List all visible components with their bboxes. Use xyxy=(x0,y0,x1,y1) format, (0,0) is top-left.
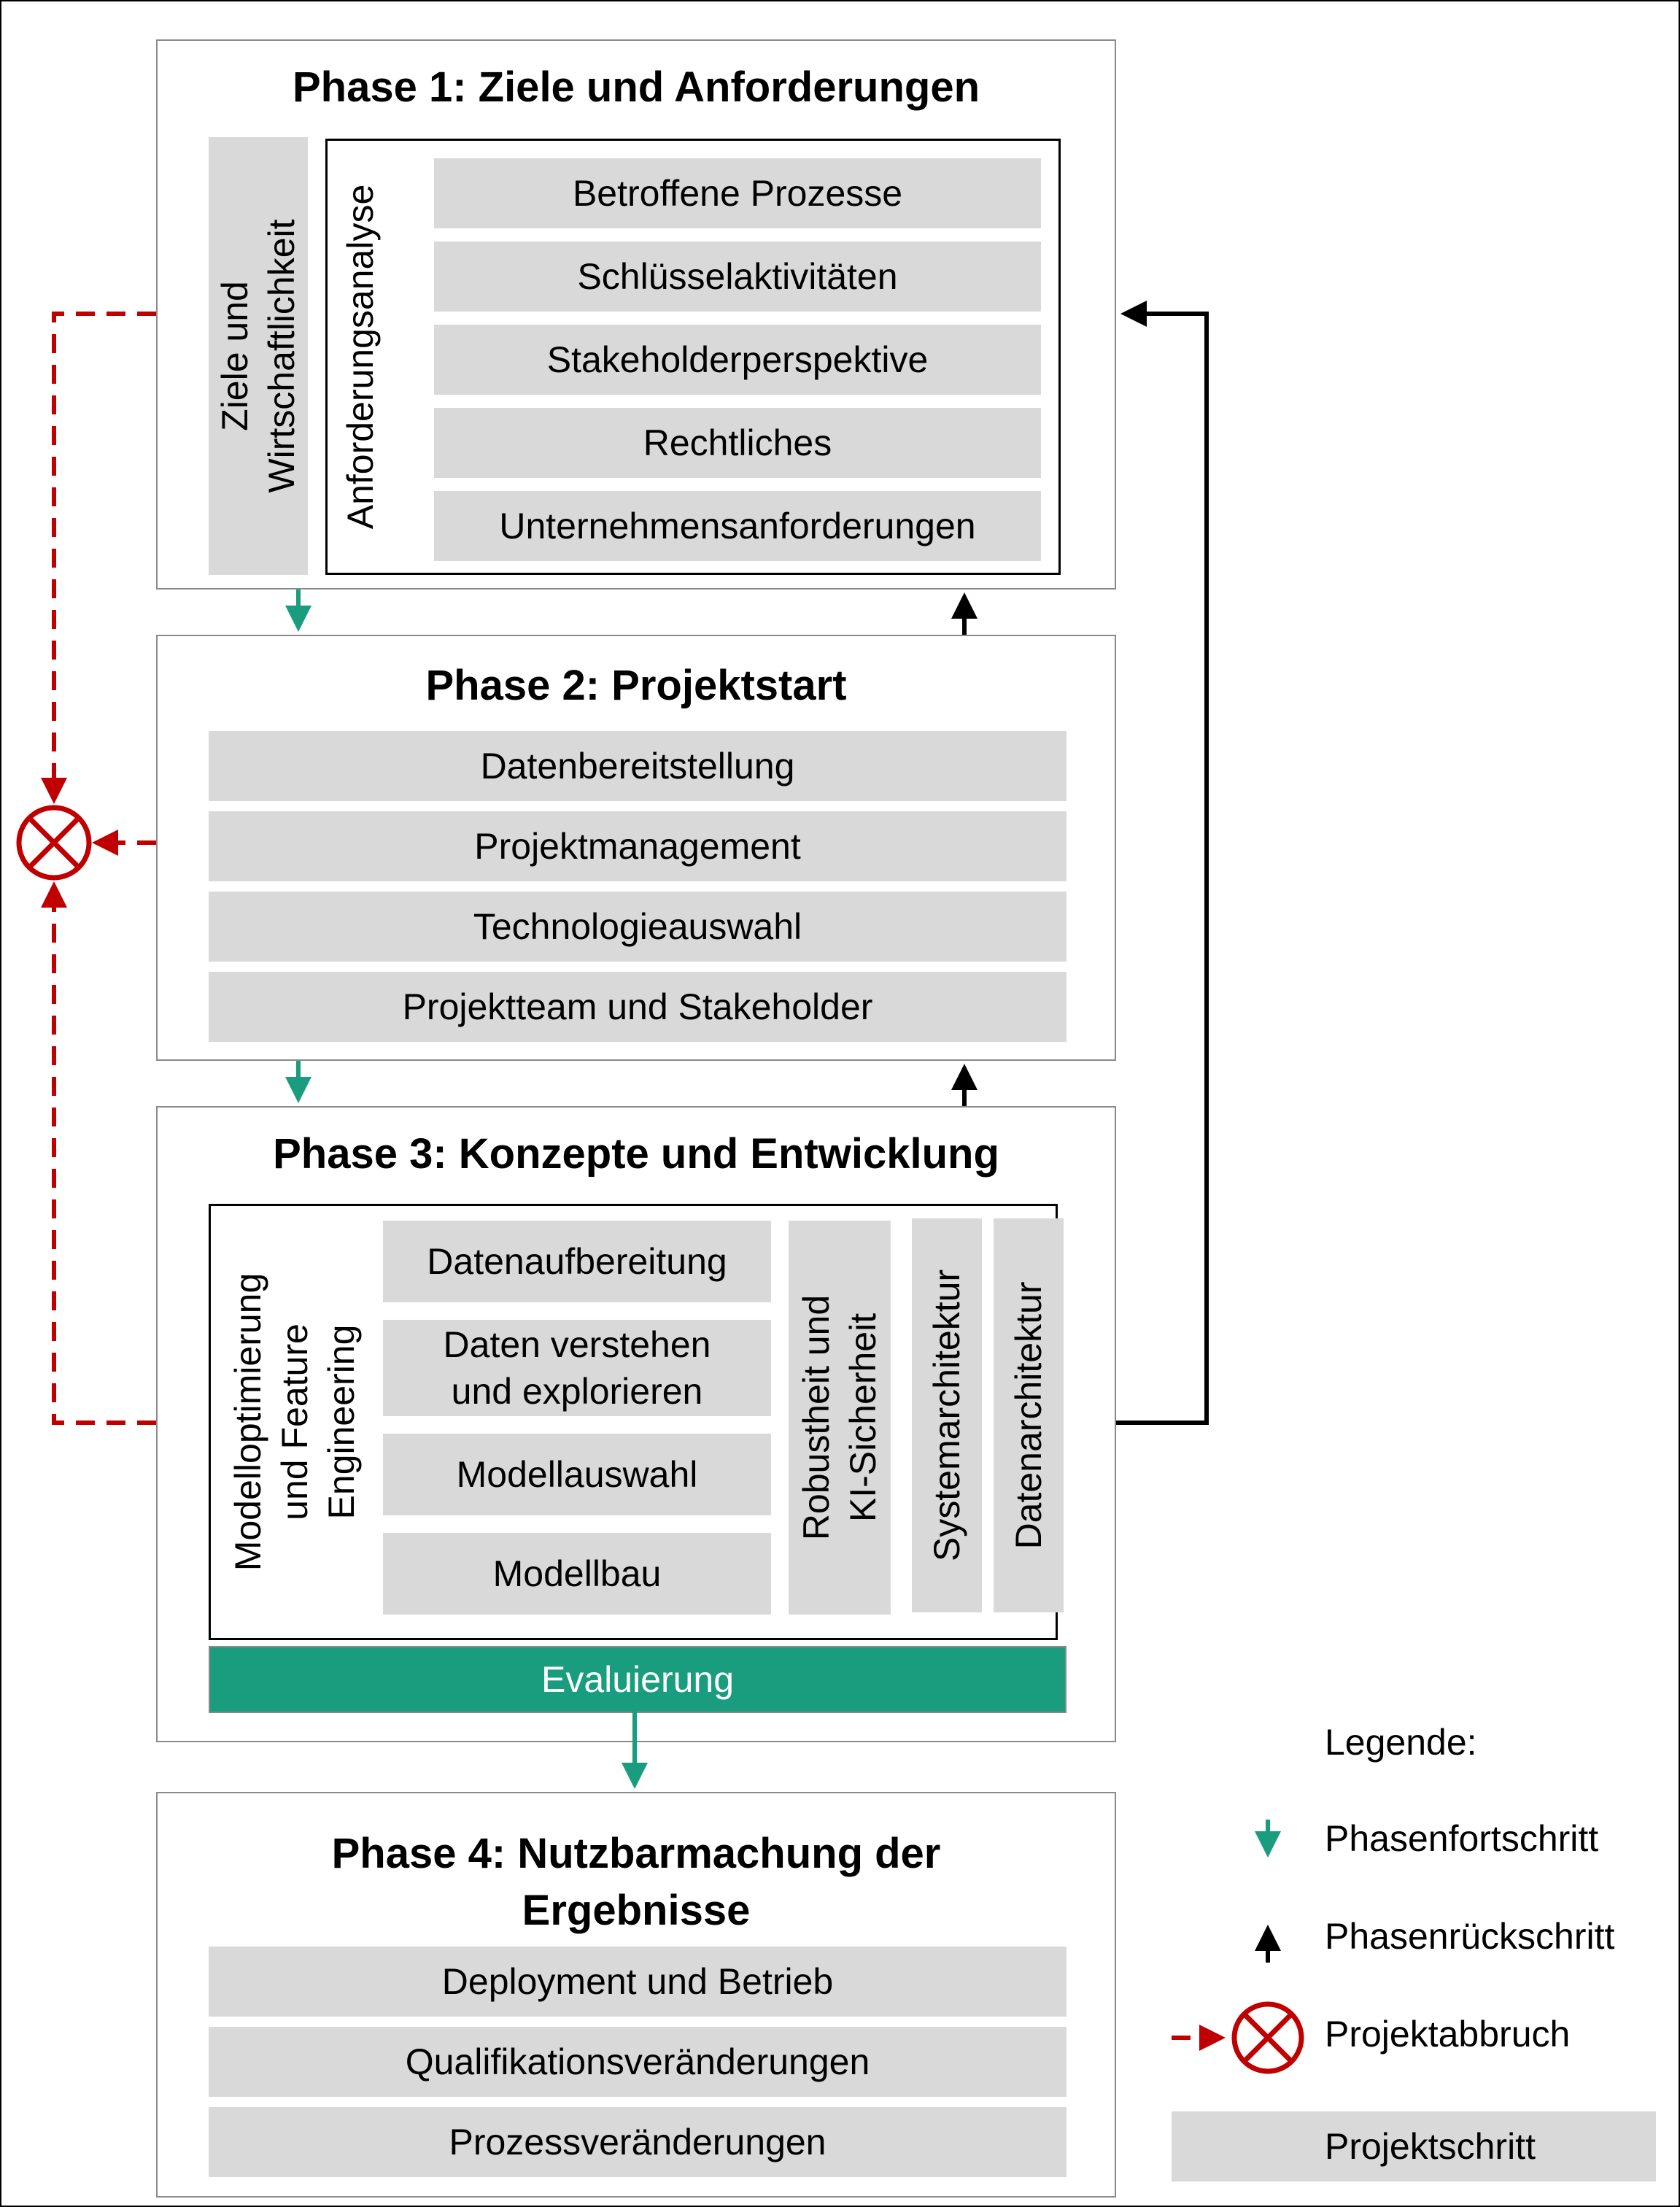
step-deployment-und-betrieb: Deployment und Betrieb xyxy=(209,1947,1067,2017)
step-qualifikationsveraenderungen: Qualifikationsveränderungen xyxy=(209,2027,1067,2097)
abort-icon xyxy=(16,805,92,881)
legend-backward-label: Phasenrückschritt xyxy=(1325,1916,1615,1957)
step-modellbau: Modellbau xyxy=(383,1533,771,1615)
step-technologieauswahl: Technologieauswahl xyxy=(209,892,1067,962)
legend-abort-icon xyxy=(1231,2001,1304,2074)
step-schluesselaktivitaeten: Schlüsselaktivitäten xyxy=(434,241,1041,312)
step-projektmanagement: Projektmanagement xyxy=(209,811,1067,881)
legend-abort-label: Projektabbruch xyxy=(1325,2014,1571,2055)
step-rechtliches: Rechtliches xyxy=(434,408,1041,478)
step-modellauswahl: Modellauswahl xyxy=(383,1434,771,1515)
step-systemarchitektur: Systemarchitektur xyxy=(912,1218,982,1612)
phase-4-title: Phase 4: Nutzbarmachung der Ergebnisse xyxy=(331,1830,941,1934)
phase-2-title: Phase 2: Projektstart xyxy=(425,662,847,709)
phase-4: Phase 4: Nutzbarmachung der Ergebnisse D… xyxy=(156,1792,1116,2198)
step-prozessveraenderungen: Prozessveränderungen xyxy=(209,2107,1067,2177)
step-datenaufbereitung: Datenaufbereitung xyxy=(383,1221,771,1302)
backward-arrow-3-1 xyxy=(1116,301,1209,1425)
phase-1-requirements-group: Anforderungsanalyse Betroffene Prozesse … xyxy=(325,139,1061,575)
step-betroffene-prozesse: Betroffene Prozesse xyxy=(434,158,1041,228)
phase-1: Phase 1: Ziele und Anforderungen Ziele u… xyxy=(156,39,1116,590)
phase-3: Phase 3: Konzepte und Entwicklung Modell… xyxy=(156,1106,1116,1742)
phase-1-title: Phase 1: Ziele und Anforderungen xyxy=(292,63,980,111)
phase-2: Phase 2: Projektstart Datenbereitstellun… xyxy=(156,635,1116,1061)
abort-line-phase-1 xyxy=(41,312,156,804)
step-datenarchitektur: Datenarchitektur xyxy=(994,1218,1064,1612)
legend-step-swatch: Projektschritt xyxy=(1172,2111,1656,2181)
step-evaluierung: Evaluierung xyxy=(209,1646,1067,1713)
step-datenbereitstellung: Datenbereitstellung xyxy=(209,731,1067,801)
phase-1-goals: Ziele und Wirtschaftlichkeit xyxy=(209,137,308,575)
legend-title: Legende: xyxy=(1325,1722,1477,1763)
step-daten-verstehen: Daten verstehen und explorieren xyxy=(383,1320,771,1416)
step-stakeholderperspektive: Stakeholderperspektive xyxy=(434,325,1041,395)
step-unternehmensanforderungen: Unternehmensanforderungen xyxy=(434,491,1041,561)
step-projektteam-und-stakeholder: Projektteam und Stakeholder xyxy=(209,972,1067,1042)
legend-forward-label: Phasenfortschritt xyxy=(1325,1818,1599,1859)
step-robustheit: Robustheit und KI-Sicherheit xyxy=(789,1221,891,1615)
abort-line-phase-3 xyxy=(41,881,156,1425)
phase-3-title: Phase 3: Konzepte und Entwicklung xyxy=(273,1130,999,1178)
legend-step-label: Projektschritt xyxy=(1325,2126,1536,2167)
